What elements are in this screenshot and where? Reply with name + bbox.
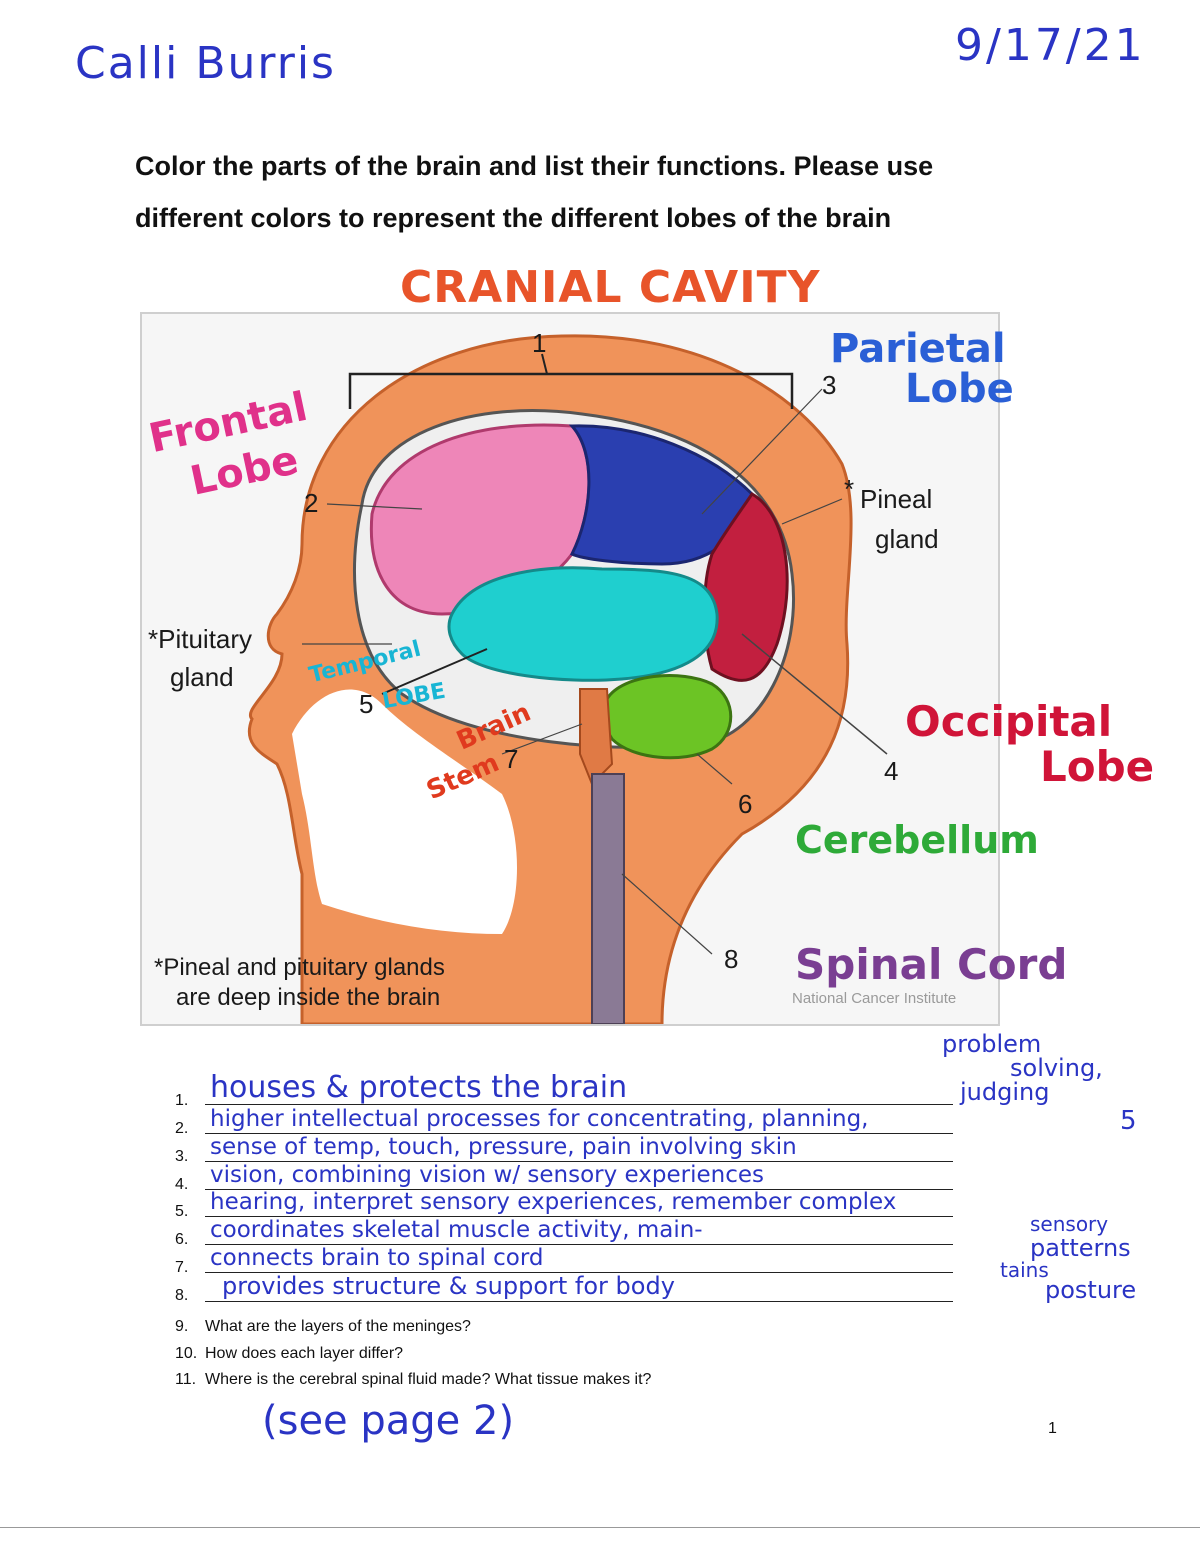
bracket-1 xyxy=(348,372,794,409)
leader-2 xyxy=(326,503,423,510)
side-note-tains: tains xyxy=(1000,1258,1049,1282)
leader-7 xyxy=(501,723,583,755)
number-5: 5 xyxy=(359,689,374,719)
footnote-line-1: *Pineal and pituitary glands xyxy=(154,954,445,981)
side-note-posture: posture xyxy=(1045,1276,1137,1304)
instructions-line-2: different colors to represent the differ… xyxy=(135,203,892,233)
question-9: 9. What are the layers of the meninges? xyxy=(175,1318,471,1336)
side-note-judging: judging xyxy=(960,1078,1050,1106)
spinal-cord xyxy=(591,773,625,1024)
side-note-sensory: sensory xyxy=(1030,1212,1109,1236)
answer-line-2 xyxy=(205,1133,953,1134)
number-4: 4 xyxy=(884,756,899,786)
answer-line-7 xyxy=(205,1272,953,1273)
bottom-rule xyxy=(0,1527,1200,1528)
question-8-number: 8. xyxy=(175,1287,189,1304)
answer-1: houses & protects the brain xyxy=(210,1070,628,1105)
footnote-line-2: are deep inside the brain xyxy=(176,984,441,1011)
answer-line-4 xyxy=(205,1189,953,1190)
parietal-lobe-label-1: Parietal xyxy=(830,326,1006,372)
leader-6 xyxy=(696,753,733,785)
instructions-line-1: Color the parts of the brain and list th… xyxy=(135,151,934,181)
see-page-note: (see page 2) xyxy=(262,1398,515,1444)
leader-4 xyxy=(741,633,888,755)
question-11: 11. Where is the cerebral spinal fluid ma… xyxy=(175,1371,651,1389)
pineal-label-line-2: gland xyxy=(875,524,939,554)
pineal-asterisk: * xyxy=(844,474,855,504)
pituitary-label-line-1: *Pituitary xyxy=(148,624,253,654)
answer-line-3 xyxy=(205,1161,953,1162)
number-3: 3 xyxy=(822,370,837,400)
answer-3: sense of temp, touch, pressure, pain inv… xyxy=(210,1134,797,1160)
student-name: Calli Burris xyxy=(75,38,336,89)
cerebellum-label: Cerebellum xyxy=(795,818,1039,862)
parietal-lobe-label-2: Lobe xyxy=(905,366,1014,412)
answer-line-1 xyxy=(205,1104,953,1105)
number-6: 6 xyxy=(738,789,753,819)
leader-3 xyxy=(701,388,823,515)
question-7-number: 7. xyxy=(175,1259,189,1276)
side-note-five: 5 xyxy=(1120,1106,1137,1136)
cerebellum xyxy=(602,674,733,760)
image-credit: National Cancer Institute xyxy=(792,990,957,1007)
leader-8 xyxy=(621,873,713,955)
occipital-lobe xyxy=(703,492,789,682)
pituitary-label-line-2: gland xyxy=(170,662,234,692)
question-11-number: 11. xyxy=(175,1371,197,1388)
question-11-text: Where is the cerebral spinal fluid made?… xyxy=(205,1371,652,1388)
question-10: 10. How does each layer differ? xyxy=(175,1345,403,1363)
parietal-lobe xyxy=(568,424,754,566)
answer-line-6 xyxy=(205,1244,953,1245)
temporal-lobe xyxy=(447,566,719,682)
side-note-patterns: patterns xyxy=(1030,1234,1131,1262)
answer-8: provides structure & support for body xyxy=(222,1272,675,1300)
answer-4: vision, combining vision w/ sensory expe… xyxy=(210,1162,765,1188)
date: 9/17/21 xyxy=(955,20,1146,71)
side-note-problem: problem xyxy=(942,1030,1042,1058)
leader-pineal xyxy=(781,498,843,525)
answer-5: hearing, interpret sensory experiences, … xyxy=(210,1189,897,1215)
brain-diagram: 1 2 3 4 5 6 7 8 * Pineal gland *Pituitar… xyxy=(140,312,1000,1026)
page-number: 1 xyxy=(1048,1420,1057,1437)
occipital-lobe-label-2: Lobe xyxy=(1040,742,1155,791)
answer-6: coordinates skeletal muscle activity, ma… xyxy=(210,1217,703,1243)
question-4-number: 4. xyxy=(175,1176,189,1193)
number-8: 8 xyxy=(724,944,739,974)
question-3-number: 3. xyxy=(175,1148,189,1165)
answer-line-5 xyxy=(205,1216,953,1217)
leader-5 xyxy=(381,648,488,695)
side-note-solving: solving, xyxy=(1010,1054,1103,1082)
question-6-number: 6. xyxy=(175,1231,189,1248)
answer-2: higher intellectual processes for concen… xyxy=(210,1106,869,1132)
question-1-number: 1. xyxy=(175,1092,189,1109)
question-9-number: 9. xyxy=(175,1318,189,1335)
instructions: Color the parts of the brain and list th… xyxy=(135,140,1095,244)
question-9-text: What are the layers of the meninges? xyxy=(205,1318,471,1335)
answer-7: connects brain to spinal cord xyxy=(210,1245,544,1271)
brain-illustration xyxy=(247,334,888,1024)
question-2-number: 2. xyxy=(175,1120,189,1137)
number-7: 7 xyxy=(504,744,519,774)
spinal-cord-label: Spinal Cord xyxy=(795,940,1068,989)
occipital-lobe-label-1: Occipital xyxy=(905,697,1113,746)
cranial-cavity-label: CRANIAL CAVITY xyxy=(400,262,821,313)
number-2: 2 xyxy=(304,488,319,518)
face-area xyxy=(292,689,517,934)
pineal-label-line-1: Pineal xyxy=(860,484,933,514)
question-5-number: 5. xyxy=(175,1203,189,1220)
question-10-number: 10. xyxy=(175,1345,198,1362)
answer-line-8 xyxy=(205,1301,953,1302)
number-1: 1 xyxy=(532,328,547,358)
question-10-text: How does each layer differ? xyxy=(205,1345,404,1362)
